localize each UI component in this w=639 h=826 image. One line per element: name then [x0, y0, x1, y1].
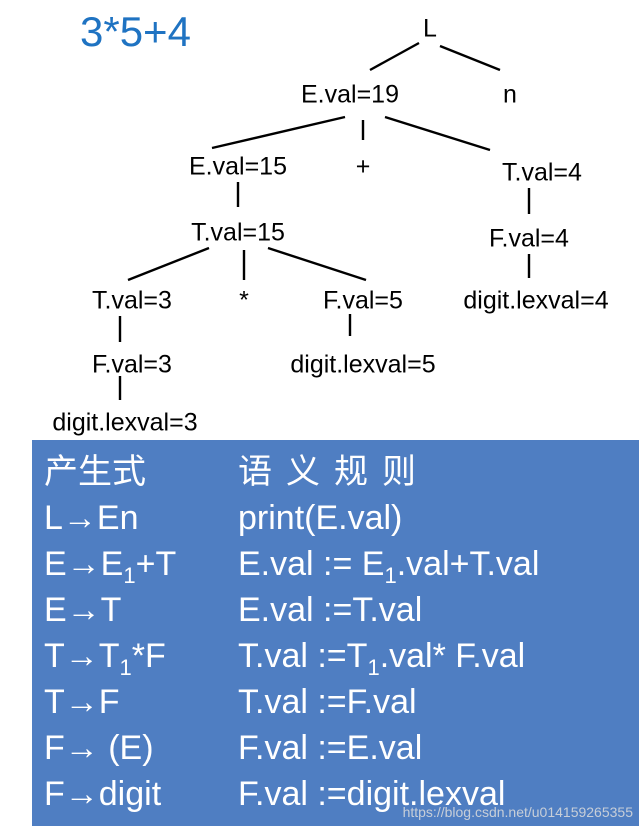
tree-edges: [118, 41, 531, 400]
rules-header: 产生式 语义规则: [32, 450, 639, 494]
production-header: 产生式: [44, 453, 146, 491]
tree-node-F5: F.val=5: [323, 287, 403, 315]
tree-node-T3: T.val=3: [92, 287, 172, 315]
tree-edge-E19-E15: [211, 115, 346, 150]
rule-row: T→T1*F T.val :=T1.val* F.val: [32, 634, 639, 680]
semantic-rule: E.val :=T.val: [238, 591, 423, 629]
tree-node-F3: F.val=3: [92, 351, 172, 379]
semantic-rule: T.val :=F.val: [238, 683, 417, 721]
semantic-rule: T.val :=T1.val* F.val: [238, 637, 526, 680]
production: F→digit: [44, 775, 162, 813]
tree-node-E15: E.val=15: [189, 153, 287, 181]
rule-row: F→ (E) F.val :=E.val: [32, 726, 639, 770]
tree-edge-T15-T3: [127, 246, 210, 282]
production: F→ (E): [44, 729, 154, 767]
tree-node-d5: digit.lexval=5: [290, 351, 435, 379]
semantic-rule: print(E.val): [238, 499, 403, 537]
production: T→T1*F: [44, 637, 166, 680]
rule-row: F→digit F.val :=digit.lexval: [32, 772, 639, 816]
production: T→F: [44, 683, 120, 721]
tree-node-plus: +: [356, 153, 371, 181]
tree-edge-E19-T4: [384, 115, 491, 152]
tree-node-L: L: [423, 15, 437, 43]
tree-node-n: n: [503, 81, 517, 109]
tree-node-star: *: [239, 287, 249, 315]
tree-node-T15: T.val=15: [191, 219, 285, 247]
watermark: https://blog.csdn.net/u014159265355: [402, 804, 633, 820]
semantic-rule: E.val := E1.val+T.val: [238, 545, 540, 588]
production: E→E1+T: [44, 545, 177, 588]
tree-node-T4: T.val=4: [502, 159, 582, 187]
tree-edge-L-E19: [369, 41, 420, 72]
tree-edge-T15-F5: [267, 246, 367, 282]
semantic-header: 语义规则: [238, 453, 430, 491]
tree-node-d4: digit.lexval=4: [463, 287, 608, 315]
rule-row: E→T E.val :=T.val: [32, 588, 639, 632]
tree-edge-L-n: [439, 44, 501, 72]
tree-node-d3: digit.lexval=3: [52, 409, 197, 437]
semantic-rules-panel: 产生式 语义规则 L→En print(E.val) E→E1+T E.val …: [32, 440, 639, 826]
production: L→En: [44, 499, 139, 537]
rule-row: E→E1+T E.val := E1.val+T.val: [32, 542, 639, 588]
production: E→T: [44, 591, 122, 629]
rule-row: T→F T.val :=F.val: [32, 680, 639, 724]
tree-node-E19: E.val=19: [301, 81, 399, 109]
semantic-rule: F.val :=E.val: [238, 729, 423, 767]
tree-node-F4: F.val=4: [489, 225, 569, 253]
rule-row: L→En print(E.val): [32, 496, 639, 540]
semantic-rule: F.val :=digit.lexval: [238, 775, 506, 813]
expression-title: 3*5+4: [80, 8, 191, 55]
